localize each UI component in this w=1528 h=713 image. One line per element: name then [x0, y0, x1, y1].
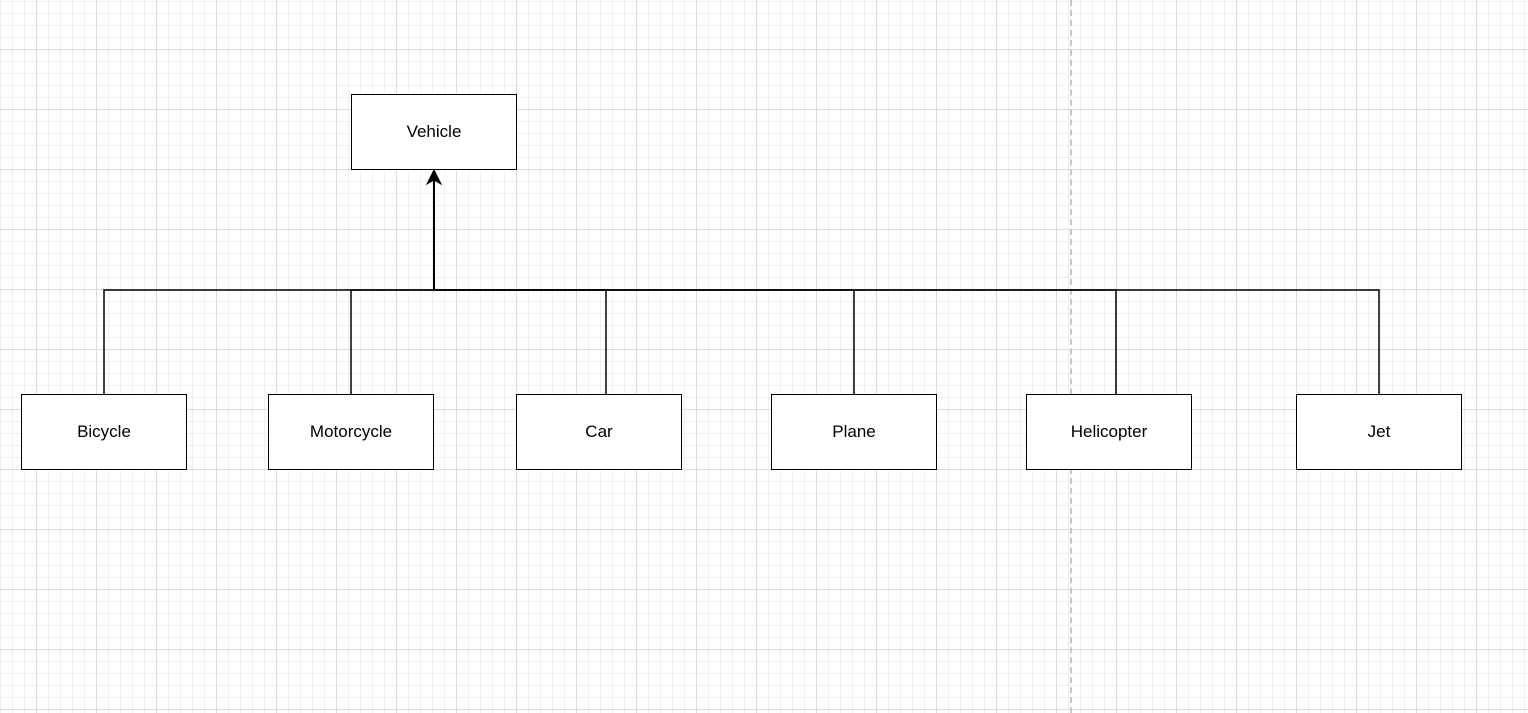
connector-helicopter[interactable]: [434, 289, 1117, 394]
node-vehicle[interactable]: Vehicle: [351, 94, 517, 170]
node-bicycle[interactable]: Bicycle: [21, 394, 187, 470]
connector-bicycle[interactable]: [103, 289, 434, 394]
node-jet[interactable]: Jet: [1296, 394, 1462, 470]
node-label: Helicopter: [1070, 422, 1148, 441]
connector-car[interactable]: [434, 289, 607, 394]
node-label: Motorcycle: [309, 422, 393, 441]
page-break-line: [1070, 0, 1072, 713]
arrowhead-icon: [425, 168, 443, 186]
connector-plane[interactable]: [434, 289, 855, 394]
node-label: Car: [585, 422, 613, 441]
node-label: Jet: [1367, 422, 1391, 441]
node-motorcycle[interactable]: Motorcycle: [268, 394, 434, 470]
node-helicopter[interactable]: Helicopter: [1026, 394, 1192, 470]
node-plane[interactable]: Plane: [771, 394, 937, 470]
node-car[interactable]: Car: [516, 394, 682, 470]
node-label: Vehicle: [406, 122, 462, 141]
node-label: Plane: [832, 422, 876, 441]
connector-motorcycle[interactable]: [350, 289, 434, 394]
node-label: Bicycle: [77, 422, 131, 441]
connector-jet[interactable]: [434, 289, 1380, 394]
